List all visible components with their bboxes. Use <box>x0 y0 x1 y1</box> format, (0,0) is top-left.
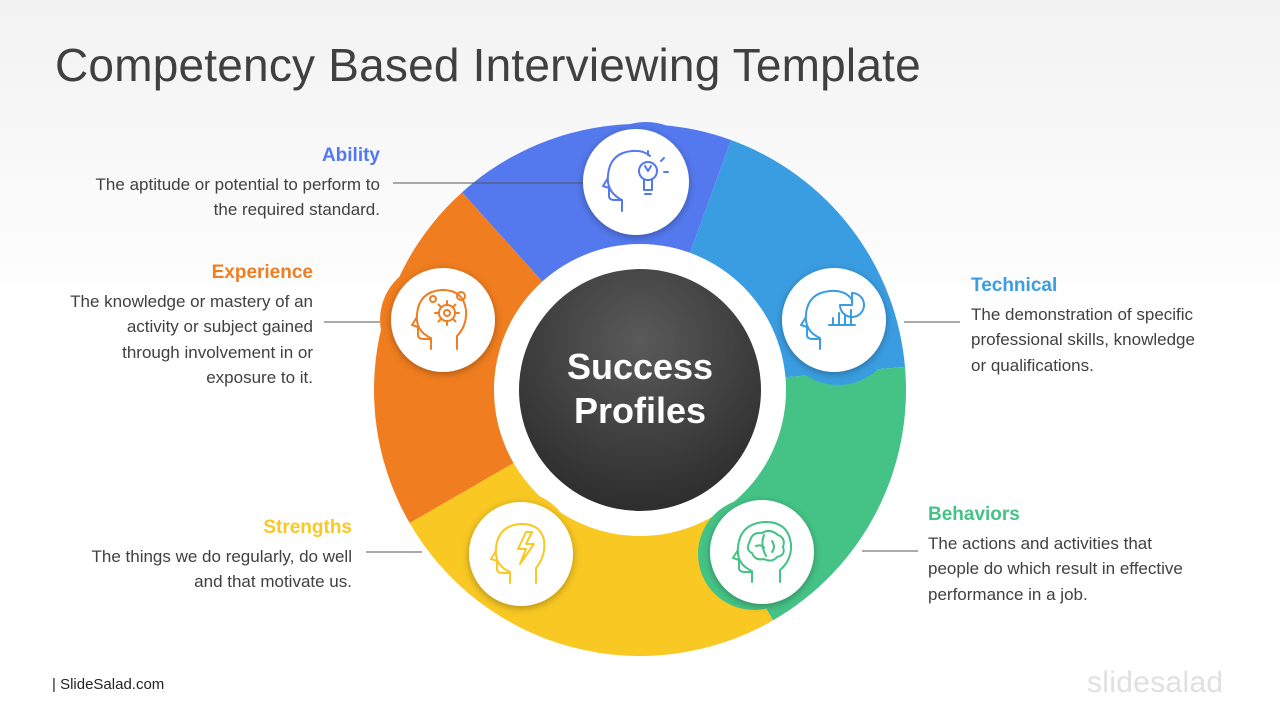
ability-heading: Ability <box>321 145 380 166</box>
center-label-line1: Success <box>567 346 713 387</box>
experience-badge <box>380 262 496 378</box>
strengths-block: Strengths The things we do regularly, do… <box>92 515 353 595</box>
page-title: Competency Based Interviewing Template <box>55 39 921 91</box>
technical-block: Technical The demonstration of specific … <box>971 273 1195 378</box>
experience-desc-line1: The knowledge or mastery of an <box>70 291 313 311</box>
experience-desc-line4: exposure to it. <box>206 368 313 387</box>
center-label-line2: Profiles <box>574 390 706 431</box>
strengths-heading: Strengths <box>263 517 352 538</box>
technical-heading: Technical <box>971 275 1058 296</box>
ability-desc-line1: The aptitude or potential to perform to <box>95 174 380 194</box>
head-gear-icon <box>411 288 468 350</box>
footer-source: | SlideSalad.com <box>52 676 165 693</box>
center-disc <box>519 269 761 511</box>
strengths-badge <box>459 491 573 606</box>
technical-badge <box>780 268 896 385</box>
behaviors-desc-line1: The actions and activities that <box>928 533 1152 553</box>
head-chart-icon <box>800 289 865 350</box>
behaviors-desc-line3: performance in a job. <box>928 584 1088 604</box>
behaviors-desc-line2: people do which result in effective <box>928 559 1183 578</box>
head-brain-icon <box>732 520 793 583</box>
behaviors-heading: Behaviors <box>928 504 1020 525</box>
technical-desc-line1: The demonstration of specific <box>971 304 1194 324</box>
behaviors-badge <box>698 498 814 610</box>
brand-part1: slide <box>1087 666 1151 699</box>
strengths-desc-line1: The things we do regularly, do well <box>91 546 353 566</box>
technical-desc-line3: or qualifications. <box>971 355 1094 375</box>
brand-logo: slidesalad <box>1087 666 1223 700</box>
experience-heading: Experience <box>211 262 313 283</box>
experience-block: Experience The knowledge or mastery of a… <box>70 260 313 391</box>
ability-badge <box>583 122 706 242</box>
experience-desc-line3: through involvement in or <box>122 342 313 362</box>
head-lightbulb-icon <box>602 149 669 212</box>
technical-desc-line2: professional skills, knowledge <box>971 330 1195 349</box>
ability-block: Ability The aptitude or potential to per… <box>96 143 380 223</box>
experience-desc-line2: activity or subject gained <box>126 317 313 336</box>
ability-desc-line2: the required standard. <box>213 200 380 219</box>
behaviors-block: Behaviors The actions and activities tha… <box>928 502 1183 607</box>
brand-part2: salad <box>1150 666 1224 699</box>
strengths-desc-line2: and that motivate us. <box>194 572 352 591</box>
head-lightning-icon <box>490 522 546 584</box>
